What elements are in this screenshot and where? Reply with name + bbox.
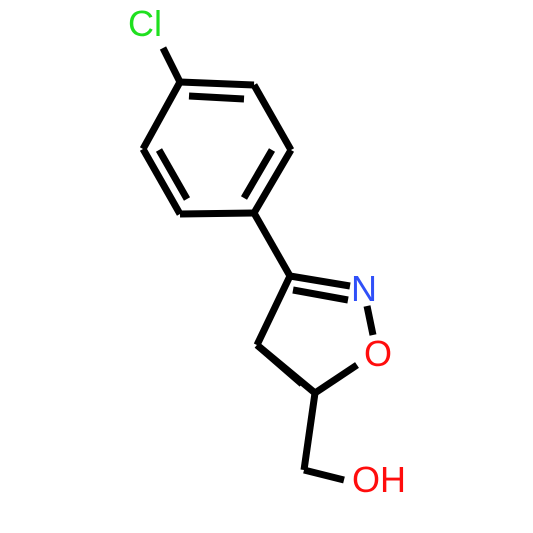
atom-label-n: N [351,268,377,309]
bond-c5-c6-inner [155,148,191,201]
bond-c4-c3iso [250,211,294,278]
atom-label-o: O [364,333,392,374]
bond-c4-c3 [253,274,294,347]
bond-c2-c3 [250,83,295,152]
bond-n-o [363,305,377,336]
bond-c3-n [289,272,351,290]
bond-c3-c4-inner [240,148,276,200]
bond-ch2-oh [303,466,345,484]
bond-o-c5 [313,362,359,396]
atom-label-oh: OH [352,459,406,500]
bond-cl-c1 [159,46,184,84]
bond-c3-c4 [250,148,295,215]
atom-label-cl: Cl [128,3,162,44]
bond-c5-c4-double [254,342,305,387]
bond-c6-c1 [139,80,184,151]
bond-c3-n-double [292,286,349,304]
bond-c5-c6 [139,147,184,216]
bond-c4-c5 [179,209,255,218]
bond-c5-ch2 [300,392,319,471]
bond-c1-c2-inner [188,92,245,103]
bond-c1-c2 [179,78,255,89]
